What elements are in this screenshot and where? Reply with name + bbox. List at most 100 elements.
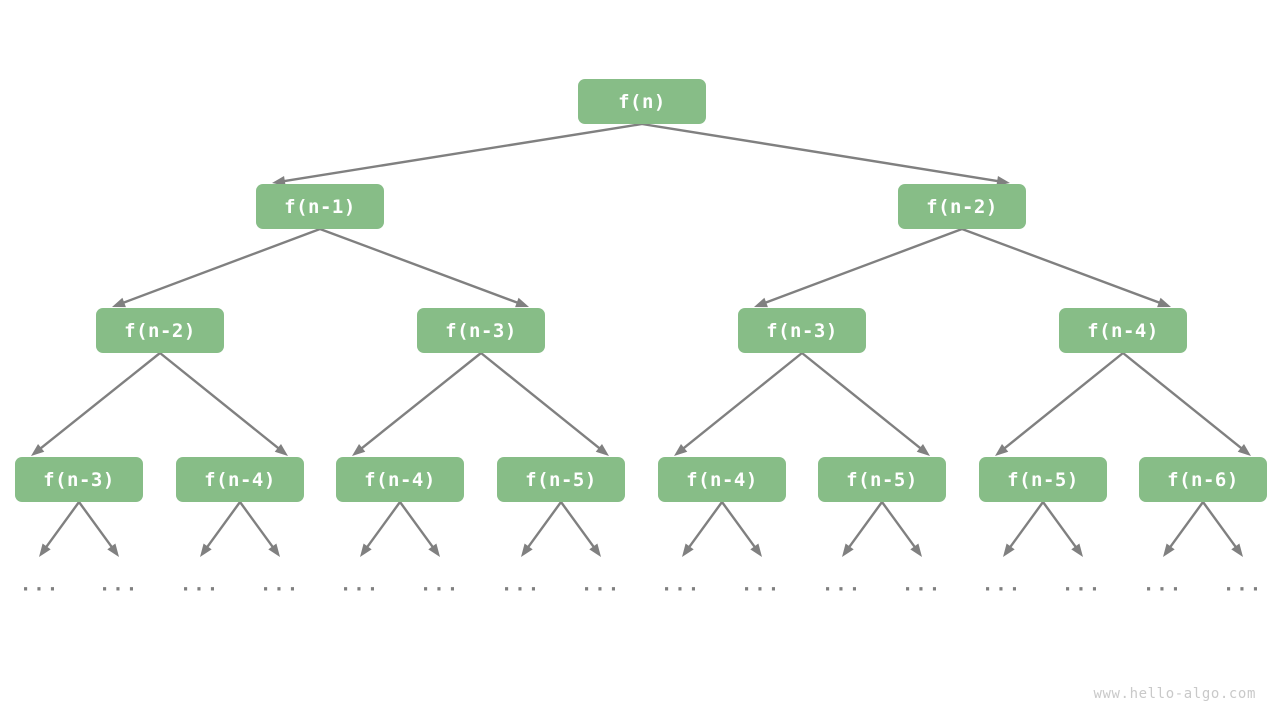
tree-node-label: f(n-3) xyxy=(43,468,115,491)
ellipsis-0: ... xyxy=(19,573,61,596)
tree-node-n8: f(n-4) xyxy=(176,457,304,502)
tree-node-label: f(n-4) xyxy=(686,468,758,491)
stub-edge-n11-8 xyxy=(682,501,723,557)
arrowhead-icon xyxy=(274,443,288,456)
ellipsis-8: ... xyxy=(660,573,702,596)
ellipsis-12: ... xyxy=(981,573,1023,596)
edge-n2-n6 xyxy=(961,227,1171,308)
tree-node-n9: f(n-4) xyxy=(336,457,464,502)
tree-node-n1: f(n-1) xyxy=(256,184,384,229)
arrowhead-icon xyxy=(39,543,51,557)
ellipsis-10: ... xyxy=(821,573,863,596)
stub-edge-n8-3 xyxy=(239,501,280,557)
stub-edge-n7-0 xyxy=(39,501,80,557)
ellipsis-9: ... xyxy=(740,573,782,596)
ellipsis-2: ... xyxy=(179,573,221,596)
tree-node-label: f(n-2) xyxy=(124,319,196,342)
tree-node-label: f(n-5) xyxy=(1007,468,1079,491)
arrowhead-icon xyxy=(268,543,280,557)
tree-node-n12: f(n-5) xyxy=(818,457,946,502)
arrowhead-icon xyxy=(1237,443,1251,456)
arrowhead-icon xyxy=(1003,543,1015,557)
arrowhead-icon xyxy=(1157,297,1171,308)
edge-n1-n3 xyxy=(112,227,321,308)
arrowhead-icon xyxy=(515,297,529,308)
tree-node-label: f(n-5) xyxy=(846,468,918,491)
arrowhead-icon xyxy=(750,543,762,557)
edge-n3-n8 xyxy=(159,352,288,456)
ellipsis-11: ... xyxy=(901,573,943,596)
edge-n2-n5 xyxy=(754,227,963,308)
arrowhead-icon xyxy=(31,443,45,456)
tree-node-label: f(n-2) xyxy=(926,195,998,218)
stub-edge-n10-6 xyxy=(521,501,562,557)
tree-node-n14: f(n-6) xyxy=(1139,457,1267,502)
arrowhead-icon xyxy=(521,543,533,557)
arrowhead-icon xyxy=(1163,543,1175,557)
edge-n5-n11 xyxy=(674,352,803,456)
tree-node-label: f(n-4) xyxy=(1087,319,1159,342)
ellipsis-6: ... xyxy=(500,573,542,596)
stub-edge-n12-10 xyxy=(842,501,883,557)
stub-edge-n14-14 xyxy=(1163,501,1204,557)
tree-node-n10: f(n-5) xyxy=(497,457,625,502)
arrowhead-icon xyxy=(360,543,372,557)
edge-n6-n13 xyxy=(995,352,1124,456)
tree-node-n6: f(n-4) xyxy=(1059,308,1187,353)
ellipsis-1: ... xyxy=(98,573,140,596)
ellipsis-5: ... xyxy=(419,573,461,596)
tree-node-n2: f(n-2) xyxy=(898,184,1026,229)
arrowhead-icon xyxy=(1231,543,1243,557)
tree-node-label: f(n-4) xyxy=(364,468,436,491)
edge-n5-n12 xyxy=(801,352,930,456)
ellipsis-15: ... xyxy=(1222,573,1264,596)
edge-n3-n7 xyxy=(31,352,161,456)
watermark: www.hello-algo.com xyxy=(1093,686,1256,702)
ellipsis-13: ... xyxy=(1061,573,1103,596)
stub-edge-n9-5 xyxy=(399,501,440,557)
arrowhead-icon xyxy=(910,543,922,557)
tree-node-label: f(n-1) xyxy=(284,195,356,218)
tree-node-n7: f(n-3) xyxy=(15,457,143,502)
stub-edge-n13-12 xyxy=(1003,501,1044,557)
stub-edge-n14-15 xyxy=(1202,501,1243,557)
tree-node-n13: f(n-5) xyxy=(979,457,1107,502)
edge-n0-n2 xyxy=(641,122,1010,186)
tree-node-label: f(n) xyxy=(618,90,666,113)
arrowhead-icon xyxy=(842,543,854,557)
arrowhead-icon xyxy=(352,443,366,456)
ellipsis-4: ... xyxy=(339,573,381,596)
arrowhead-icon xyxy=(112,297,126,308)
arrowhead-icon xyxy=(428,543,440,557)
stub-edge-n8-2 xyxy=(200,501,241,557)
edge-n0-n1 xyxy=(272,122,643,186)
arrowhead-icon xyxy=(589,543,601,557)
tree-node-n4: f(n-3) xyxy=(417,308,545,353)
tree-node-label: f(n-3) xyxy=(766,319,838,342)
arrowhead-icon xyxy=(682,543,694,557)
edge-n4-n9 xyxy=(352,352,482,456)
tree-node-label: f(n-6) xyxy=(1167,468,1239,491)
ellipsis-14: ... xyxy=(1142,573,1184,596)
arrowhead-icon xyxy=(107,543,119,557)
tree-node-n0: f(n) xyxy=(578,79,706,124)
ellipsis-3: ... xyxy=(259,573,301,596)
arrowhead-icon xyxy=(916,443,930,456)
tree-node-n3: f(n-2) xyxy=(96,308,224,353)
tree-node-label: f(n-4) xyxy=(204,468,276,491)
stub-edge-n7-1 xyxy=(78,501,119,557)
arrowhead-icon xyxy=(674,443,688,456)
arrowhead-icon xyxy=(595,443,609,456)
ellipsis-7: ... xyxy=(580,573,622,596)
tree-node-label: f(n-3) xyxy=(445,319,517,342)
stub-edge-n13-13 xyxy=(1042,501,1083,557)
stub-edge-n11-9 xyxy=(721,501,762,557)
stub-edge-n12-11 xyxy=(881,501,922,557)
stub-edge-n10-7 xyxy=(560,501,601,557)
arrowhead-icon xyxy=(995,443,1009,456)
tree-node-n11: f(n-4) xyxy=(658,457,786,502)
edge-n4-n10 xyxy=(480,352,609,456)
arrowhead-icon xyxy=(1071,543,1083,557)
tree-node-n5: f(n-3) xyxy=(738,308,866,353)
